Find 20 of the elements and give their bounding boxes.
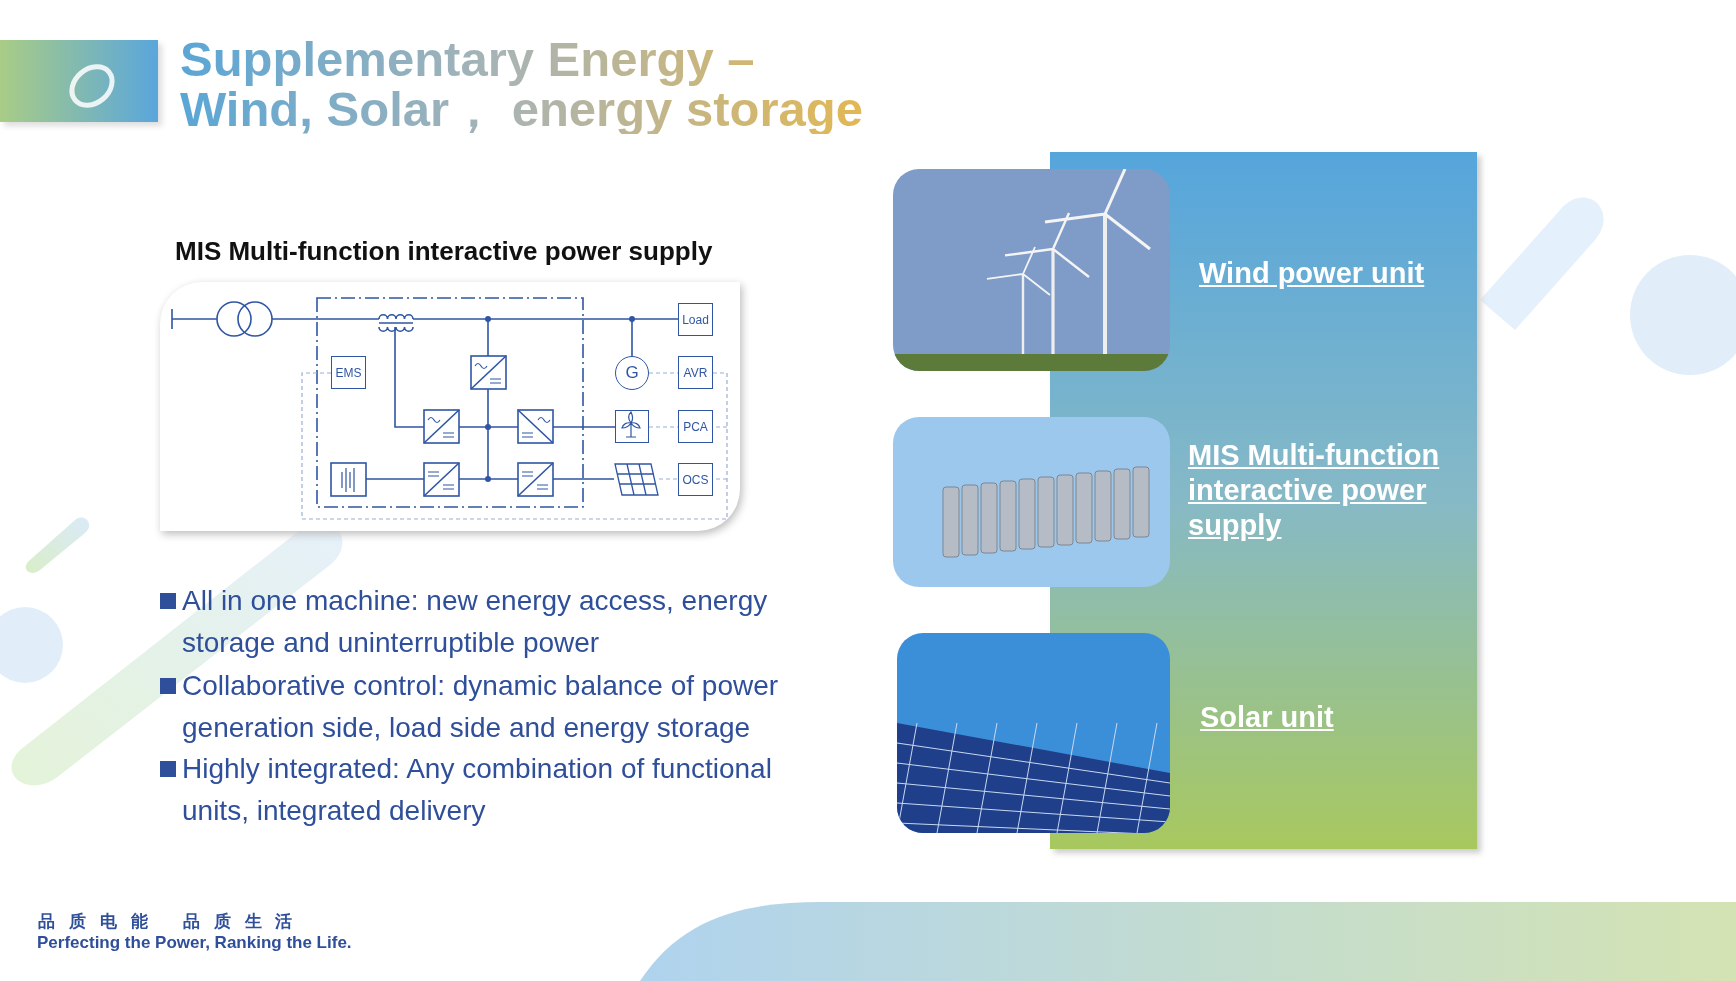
control-line — [658, 478, 679, 480]
tagline: Perfecting the Power, Ranking the Life. — [37, 933, 352, 953]
wind-turbine-symbol — [615, 410, 649, 443]
component-box: OCS — [678, 463, 713, 496]
unit-heading: MIS Multi-function interactive power supply — [1188, 438, 1441, 543]
component-box: Load — [678, 303, 713, 336]
equipment-photo — [893, 417, 1170, 587]
component-box: AVR — [678, 356, 713, 389]
slogan: 品 质 电 能 品 质 生 活 — [38, 910, 297, 933]
bullet-text: Collaborative control: dynamic balance of power generation side, load side and energy storage — [182, 669, 780, 745]
component-box: PCA — [678, 410, 713, 443]
component-box: EMS — [331, 356, 366, 389]
unit-heading: Wind power unit — [1199, 256, 1426, 291]
control-line — [301, 372, 728, 520]
bullet-text: All in one machine: new energy access, energy storage and uninterruptible power — [182, 584, 769, 660]
unit-heading: Solar unit — [1200, 700, 1335, 735]
diagram-heading: MIS Multi-function interactive power supply — [175, 236, 713, 267]
solar-panel-photo — [897, 633, 1170, 833]
wind-turbine-photo — [893, 169, 1170, 371]
bullet-text: Highly integrated: Any combination of functional units, integrated delivery — [182, 752, 773, 828]
